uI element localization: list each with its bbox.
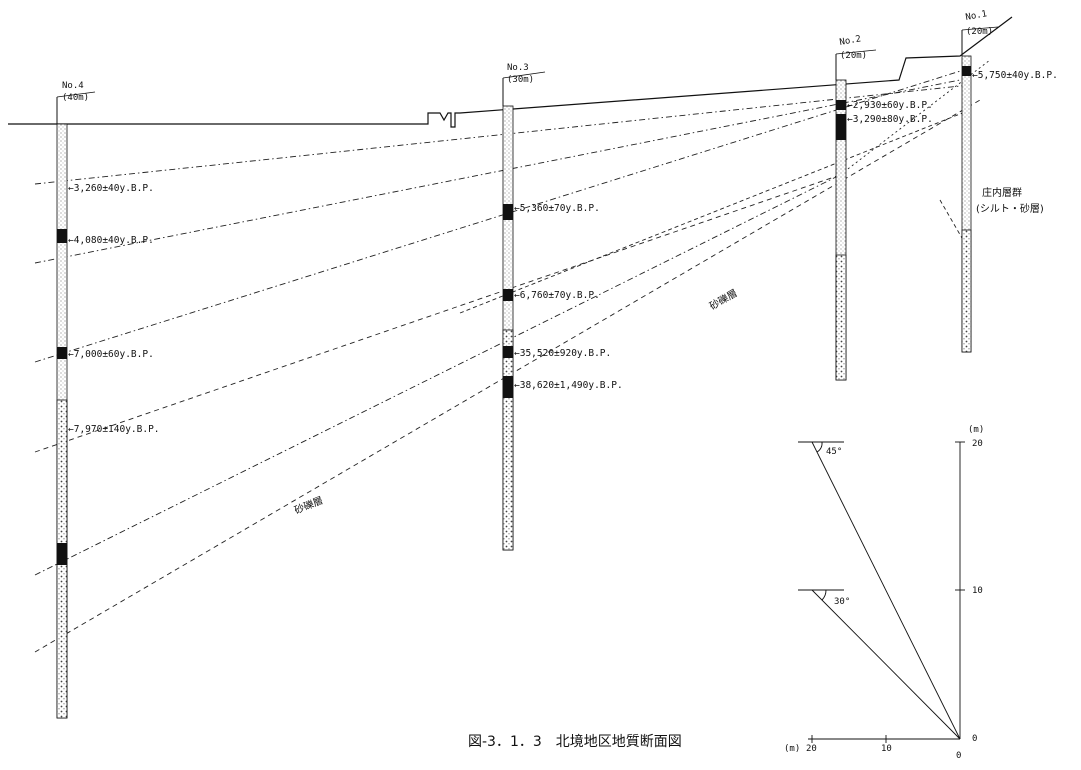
borehole-no4-name: No.4 xyxy=(62,81,84,91)
layer-label-gravel-lower: 砂礫層 xyxy=(292,493,325,516)
date-label: ←2,930±60y.B.P. xyxy=(847,100,933,111)
correlation-lines xyxy=(34,59,991,653)
borehole-no1-name: No.1 xyxy=(965,9,988,23)
borehole-no3-name: No.3 xyxy=(507,63,529,73)
borehole-no2-name: No.2 xyxy=(839,34,862,48)
borehole-no3-depth: (30m) xyxy=(507,75,534,85)
borehole-no2-depth: (20m) xyxy=(840,51,867,61)
date-label: ←6,760±70y.B.P. xyxy=(514,290,600,301)
layer-label-gravel-upper: 砂礫層 xyxy=(707,286,739,312)
angle-label-45: 45° xyxy=(826,447,842,457)
date-label: ←5,360±70y.B.P. xyxy=(514,203,600,214)
date-labels-no3: ←5,360±70y.B.P. ←6,760±70y.B.P. ←35,520±… xyxy=(514,203,623,391)
date-label: ←35,520±920y.B.P. xyxy=(514,348,611,359)
date-labels-no2: ←2,930±60y.B.P. ←3,290±80y.B.P. xyxy=(847,100,933,125)
date-label: ←5,750±40y.B.P. xyxy=(972,70,1058,81)
date-labels-no4: ←3,260±40y.B.P. ←4,080±40y.B.P. ←7,000±6… xyxy=(68,183,160,435)
scale-tick-v0: 0 xyxy=(972,734,977,744)
date-label: ←3,260±40y.B.P. xyxy=(68,183,154,194)
scale-tick-v20: 20 xyxy=(972,439,983,449)
scale-unit-horizontal: (m) xyxy=(784,744,800,754)
borehole-no3: No.3 (30m) xyxy=(502,63,546,551)
angle-scale-diagram xyxy=(798,441,965,743)
borehole-no4: No.4 (40m) xyxy=(56,81,96,719)
date-label: ←3,290±80y.B.P. xyxy=(847,114,933,125)
date-label: ←38,620±1,490y.B.P. xyxy=(514,380,623,391)
ground-surface xyxy=(8,16,1013,128)
angle-label-30: 30° xyxy=(834,597,850,607)
figure-caption: 図-3．1．3 北境地区地質断面図 xyxy=(468,734,682,750)
scale-tick-h20: 20 xyxy=(806,744,817,754)
date-label: ←7,000±60y.B.P. xyxy=(68,349,154,360)
scale-tick-v10: 10 xyxy=(972,586,983,596)
scale-unit-vertical: (m) xyxy=(968,425,984,435)
scale-tick-h0: 0 xyxy=(956,751,961,761)
layer-label-shonai-sub: (シルト・砂層) xyxy=(976,202,1044,215)
layer-label-shonai: 庄内層群 xyxy=(982,186,1022,199)
borehole-no1: No.1 (20m) xyxy=(961,9,999,353)
borehole-no1-depth: (20m) xyxy=(966,27,993,37)
date-label: ←7,970±140y.B.P. xyxy=(68,424,160,435)
date-labels-no1: ←5,750±40y.B.P. xyxy=(972,70,1058,81)
borehole-no2: No.2 (20m) xyxy=(835,34,877,381)
scale-tick-h10: 10 xyxy=(881,744,892,754)
date-label: ←4,080±40y.B.P. xyxy=(68,235,154,246)
borehole-no4-depth: (40m) xyxy=(62,93,89,103)
